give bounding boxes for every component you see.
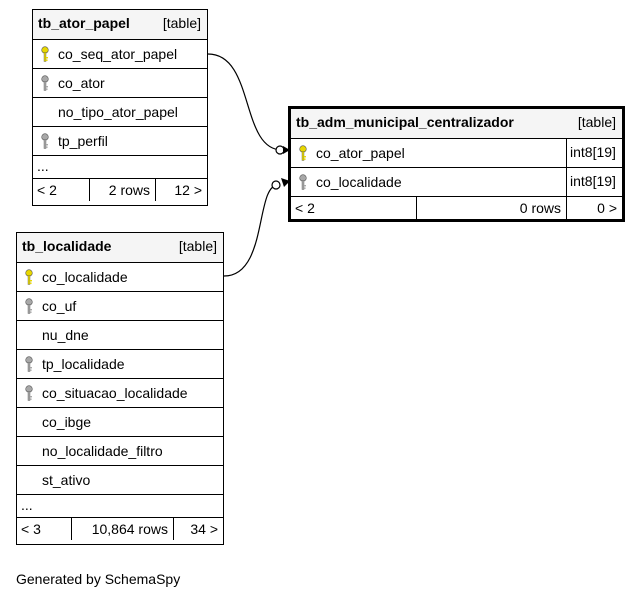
table-footer: < 2 2 rows 12 > [33, 178, 207, 201]
table-kind: [table] [178, 238, 217, 254]
row-count: 0 rows [519, 200, 561, 216]
column-name: no_tipo_ator_papel [58, 104, 178, 120]
table-name[interactable]: tb_localidade [22, 238, 112, 254]
column-row[interactable]: co_seq_ator_papel [33, 39, 207, 68]
column-name: tp_localidade [42, 356, 125, 372]
fk-ator-papel-zero-marker [275, 145, 285, 155]
children-count: 12 > [174, 182, 202, 198]
more-columns-ellipsis: ... [37, 158, 49, 174]
parents-link[interactable]: < 2 [291, 197, 416, 219]
children-link[interactable]: 0 > [566, 197, 622, 219]
parents-count: < 2 [37, 182, 57, 198]
primary-key-icon [24, 269, 34, 286]
fk-localidade-link [223, 184, 279, 277]
table-tb-localidade[interactable]: tb_localidade [table] co_localidade co_u… [16, 232, 224, 545]
table-header: tb_adm_municipal_centralizador [table] [291, 109, 622, 138]
column-row[interactable]: no_localidade_filtro [17, 436, 223, 465]
generator-credit: Generated by SchemaSpy [16, 571, 181, 587]
table-footer: < 3 10,864 rows 34 > [17, 517, 223, 540]
column-name: co_localidade [42, 269, 128, 285]
foreign-key-icon [24, 298, 34, 315]
foreign-key-icon [40, 75, 50, 92]
row-count: 2 rows [108, 182, 150, 198]
fk-ator-papel-link [207, 53, 283, 151]
table-kind: [table] [577, 114, 616, 130]
column-row[interactable]: no_tipo_ator_papel [33, 97, 207, 126]
column-name: no_localidade_filtro [42, 443, 163, 459]
children-link[interactable]: 12 > [155, 179, 207, 201]
foreign-key-icon [24, 356, 34, 373]
column-row[interactable]: st_ativo [17, 465, 223, 494]
column-row[interactable]: tp_localidade [17, 349, 223, 378]
table-kind: [table] [162, 15, 201, 31]
fk-localidade-many-marker [281, 178, 290, 187]
column-name: co_ator_papel [316, 145, 405, 161]
table-tb-ator-papel[interactable]: tb_ator_papel [table] co_seq_ator_papel … [32, 9, 208, 206]
table-footer: < 2 0 rows 0 > [291, 196, 622, 219]
primary-key-icon [40, 46, 50, 63]
column-name: st_ativo [42, 472, 91, 488]
column-type: int8[19] [566, 168, 622, 196]
column-name: co_situacao_localidade [42, 385, 188, 401]
more-columns-ellipsis: ... [21, 497, 33, 513]
children-link[interactable]: 34 > [173, 518, 223, 540]
fk-ator-papel-many-marker [283, 146, 290, 154]
table-tb-adm-municipal-centralizador[interactable]: tb_adm_municipal_centralizador [table] c… [288, 106, 625, 222]
row-count-cell: 10,864 rows [71, 518, 173, 540]
row-count-cell: 0 rows [416, 197, 566, 219]
parents-link[interactable]: < 2 [33, 179, 89, 201]
column-name: co_localidade [316, 174, 402, 190]
parents-count: < 2 [295, 200, 315, 216]
column-row[interactable]: co_ator [33, 68, 207, 97]
table-header: tb_ator_papel [table] [33, 10, 207, 39]
table-name[interactable]: tb_ator_papel [38, 15, 130, 31]
column-row[interactable]: co_localidade [17, 262, 223, 291]
column-row[interactable]: tp_perfil [33, 126, 207, 155]
column-row[interactable]: co_localidade int8[19] [291, 167, 622, 196]
row-count: 10,864 rows [91, 521, 168, 537]
column-name: co_ator [58, 75, 105, 91]
children-count: 34 > [190, 521, 218, 537]
table-header: tb_localidade [table] [17, 233, 223, 262]
column-row[interactable]: co_uf [17, 291, 223, 320]
row-count-cell: 2 rows [89, 179, 155, 201]
primary-key-icon [298, 145, 308, 162]
column-name: co_ibge [42, 414, 92, 430]
column-name: co_uf [42, 298, 77, 314]
parents-link[interactable]: < 3 [17, 518, 71, 540]
foreign-key-icon [40, 133, 50, 150]
children-count: 0 > [597, 200, 617, 216]
fk-localidade-zero-marker [271, 180, 281, 190]
column-row[interactable]: co_situacao_localidade [17, 378, 223, 407]
column-row[interactable]: co_ibge [17, 407, 223, 436]
column-type: int8[19] [566, 139, 622, 167]
more-columns-row: ... [33, 155, 207, 178]
column-name: nu_dne [42, 327, 89, 343]
foreign-key-icon [24, 385, 34, 402]
parents-count: < 3 [21, 521, 41, 537]
more-columns-row: ... [17, 494, 223, 517]
foreign-key-icon [298, 174, 308, 191]
column-name: tp_perfil [58, 133, 108, 149]
table-name[interactable]: tb_adm_municipal_centralizador [296, 114, 514, 130]
column-row[interactable]: nu_dne [17, 320, 223, 349]
column-row[interactable]: co_ator_papel int8[19] [291, 138, 622, 167]
column-name: co_seq_ator_papel [58, 46, 178, 62]
